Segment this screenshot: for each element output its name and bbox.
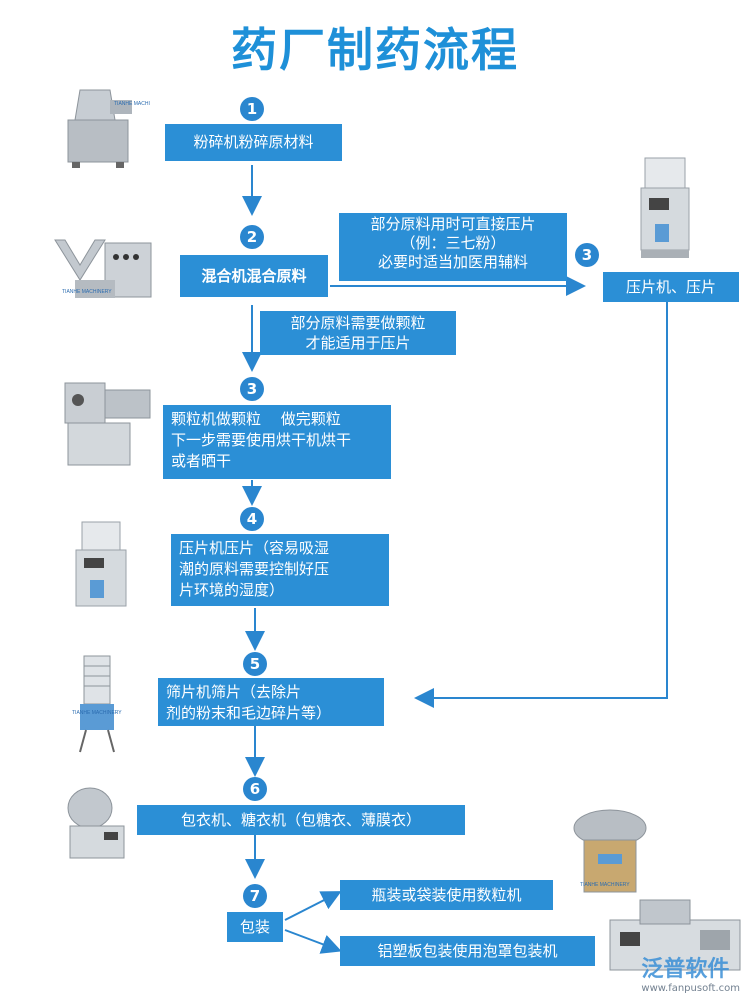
step-3a-number: 3 [575,243,599,267]
tablet-press-image-top [640,157,690,258]
step-4-box: 压片机压片（容易吸湿 潮的原料需要控制好压 片环境的湿度） [171,534,389,606]
step-6-box: 包衣机、糖衣机（包糖衣、薄膜衣） [137,805,465,835]
note-direct-line1: 部分原料用时可直接压片 [370,215,536,233]
sifter-machine-image: TIANHE MACHINERY [72,655,122,753]
mixer-brand-label: TIANHE MACHINERY [62,289,112,295]
page-title: 药厂制药流程 [231,23,519,77]
crusher-brand-label: TIANHE MACHINERY [114,101,150,107]
counting-brand-label: TIANHE MACHINERY [580,882,630,888]
step-3b-box: 颗粒机做颗粒 做完颗粒 下一步需要使用烘干机烘干 或者晒干 [163,405,391,479]
step-3b-number: 3 [240,377,264,401]
arrow-7-blister [284,929,342,954]
note-direct-line3: 必要时适当加医用辅料 [377,253,528,271]
watermark-name: 泛普软件 [641,957,730,982]
step-4-line3: 片环境的湿度） [179,581,285,599]
step-5-number: 5 [243,652,267,676]
crusher-machine-image: TIANHE MACHINERY [67,89,150,168]
granulator-machine-image [64,382,151,466]
note-granule: 部分原料需要做颗粒 才能适用于压片 [260,311,456,355]
step-1-box: 粉碎机粉碎原材料 [165,124,342,161]
arrow-3a-5 [414,302,668,708]
step-3a-box: 压片机、压片 [603,272,739,302]
note-granule-line2: 才能适用于压片 [305,334,411,352]
note-direct-press: 部分原料用时可直接压片 （例：三七粉） 必要时适当加医用辅料 [339,213,567,281]
step-1-number: 1 [240,97,264,121]
step-3b-line3: 或者晒干 [171,452,232,470]
step-7-box: 包装 [227,912,283,942]
step-3b-line1: 颗粒机做颗粒 做完颗粒 [171,410,341,428]
coating-machine-image [67,787,125,859]
watermark: 泛普软件 www.fanpusoft.com [641,951,740,994]
counting-machine-image: TIANHE MACHINERY [573,809,647,893]
step-2-number: 2 [240,225,264,249]
step-3b-line2: 下一步需要使用烘干机烘干 [171,431,352,449]
arrow-7-bottle [284,891,342,921]
step-6-number: 6 [243,777,267,801]
tablet-press-image [75,521,127,607]
packaging-blister-box: 铝塑板包装使用泡罩包装机 [340,936,595,966]
note-granule-line1: 部分原料需要做颗粒 [290,314,426,332]
step-5-box: 筛片机筛片（去除片 剂的粉末和毛边碎片等） [158,678,384,726]
sifter-brand-label: TIANHE MACHINERY [72,710,122,716]
step-2-box: 混合机混合原料 [180,255,328,297]
step-4-number: 4 [240,507,264,531]
blister-machine-image [609,899,741,971]
step-7-number: 7 [243,884,267,908]
packaging-bottle-box: 瓶装或袋装使用数粒机 [340,880,553,910]
note-direct-line2: （例：三七粉） [400,234,506,252]
step-5-line1: 筛片机筛片（去除片 [166,683,302,701]
mixer-machine-image: TIANHE MACHINERY [54,239,152,298]
watermark-url: www.fanpusoft.com [641,983,740,994]
step-4-line1: 压片机压片（容易吸湿 [179,539,330,557]
step-5-line2: 剂的粉末和毛边碎片等） [166,704,332,722]
step-4-line2: 潮的原料需要控制好压 [179,560,330,578]
